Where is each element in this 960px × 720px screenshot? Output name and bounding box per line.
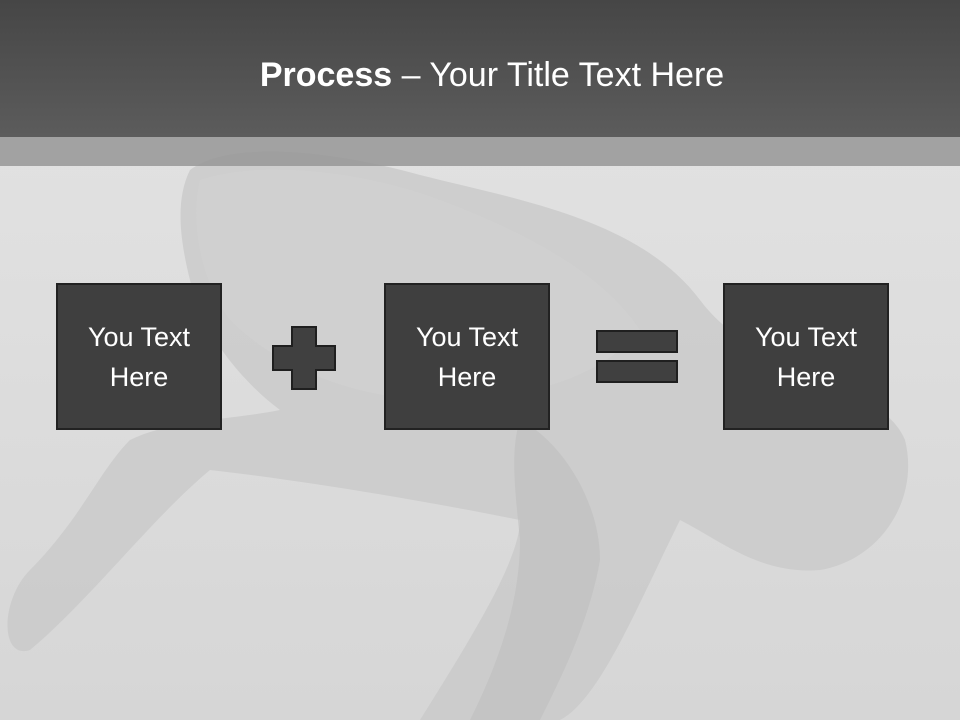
title-bold-part: Process <box>259 56 393 94</box>
title-rest: Your Title Text Here <box>429 56 725 94</box>
process-box-2-line1: You Text <box>415 321 519 352</box>
process-box-2-line2: Here <box>437 361 497 392</box>
equals-icon <box>596 330 678 383</box>
process-box-3-line1: You Text <box>754 321 858 352</box>
title-bar <box>0 0 960 137</box>
process-box-1[interactable]: You Text Here <box>56 283 222 430</box>
plus-icon <box>272 326 336 390</box>
process-box-1-line1: You Text <box>87 321 191 352</box>
title-band <box>0 137 960 166</box>
slide-title: Process – Your Title Text Here <box>0 53 960 97</box>
process-box-3-line2: Here <box>776 361 836 392</box>
process-box-1-line2: Here <box>109 361 169 392</box>
process-box-2[interactable]: You Text Here <box>384 283 550 430</box>
process-box-3[interactable]: You Text Here <box>723 283 889 430</box>
title-separator: – <box>392 56 430 94</box>
